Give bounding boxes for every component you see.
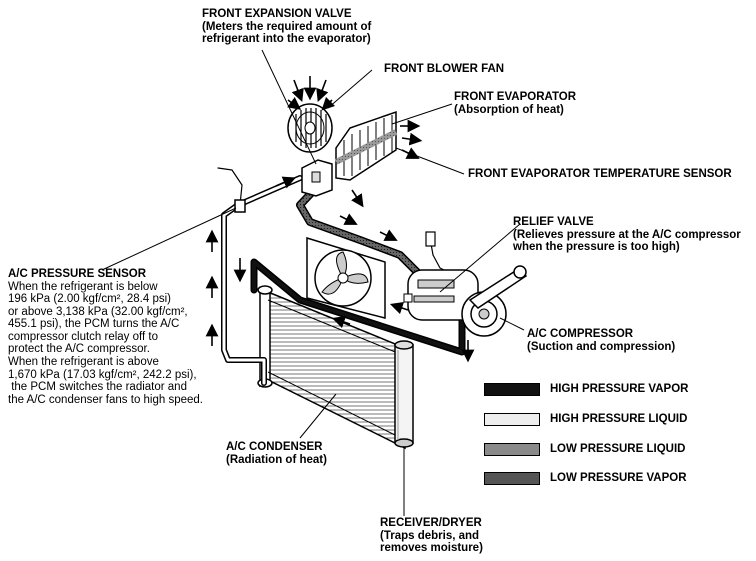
label-pressure-sensor: A/C PRESSURE SENSOR When the refrigerant… [8,268,203,406]
legend-item: HIGH PRESSURE LIQUID [484,411,744,429]
legend-item: LOW PRESSURE LIQUID [484,441,744,459]
relief-valve-desc: (Relieves pressure at the A/C compressor… [513,228,741,254]
compressor-title: A/C COMPRESSOR [527,328,634,340]
label-blower-fan: FRONT BLOWER FAN [384,63,504,76]
pressure-sensor [234,199,246,213]
label-evaporator: FRONT EVAPORATOR (Absorption of heat) [454,91,576,116]
expansion-valve [301,159,333,197]
compressor [403,265,528,337]
label-relief-valve: RELIEF VALVE (Relieves pressure at the A… [513,216,741,254]
legend-label: LOW PRESSURE VAPOR [550,472,687,484]
legend-item: LOW PRESSURE VAPOR [484,470,744,488]
receiver-dryer [394,340,414,448]
legend-swatch [484,443,540,456]
blower-fan [287,103,333,153]
condenser-fan [306,236,386,319]
label-receiver-dryer: RECEIVER/DRYER (Traps debris, and remove… [380,517,483,555]
leader-lines [101,49,525,516]
receiver-dryer-desc: (Traps debris, and removes moisture) [380,529,483,555]
relief-valve-title: RELIEF VALVE [513,216,594,228]
evaporator-title: FRONT EVAPORATOR [454,91,577,103]
label-expansion-valve: FRONT EXPANSION VALVE (Meters the requir… [202,8,371,46]
compressor-desc: (Suction and compression) [527,340,676,353]
legend-item: HIGH PRESSURE VAPOR [484,381,744,399]
legend-swatch [484,413,540,426]
receiver-dryer-title: RECEIVER/DRYER [380,517,482,529]
pressure-sensor-title: A/C PRESSURE SENSOR [8,268,147,280]
legend-label: LOW PRESSURE LIQUID [550,443,686,455]
legend-swatch [484,383,540,396]
expansion-valve-desc: (Meters the required amount of refrigera… [202,20,372,46]
relief-valve-connector [425,231,436,247]
evaporator-desc: (Absorption of heat) [454,103,564,116]
label-compressor: A/C COMPRESSOR (Suction and compression) [527,328,675,353]
label-evap-temp-sensor: FRONT EVAPORATOR TEMPERATURE SENSOR [468,168,732,181]
blower-fan-title: FRONT BLOWER FAN [384,63,505,75]
condenser-desc: (Radiation of heat) [226,453,327,466]
pressure-sensor-desc: When the refrigerant is below 196 kPa (2… [8,280,203,406]
evaporator [334,110,398,181]
flow-arrows [205,176,475,363]
condenser-title: A/C CONDENSER [226,441,323,453]
legend-swatch [484,472,540,485]
expansion-valve-title: FRONT EXPANSION VALVE [202,8,352,20]
label-condenser: A/C CONDENSER (Radiation of heat) [226,441,327,466]
evap-temp-sensor-title: FRONT EVAPORATOR TEMPERATURE SENSOR [468,168,732,180]
legend-label: HIGH PRESSURE LIQUID [550,413,688,425]
legend-label: HIGH PRESSURE VAPOR [550,383,689,395]
